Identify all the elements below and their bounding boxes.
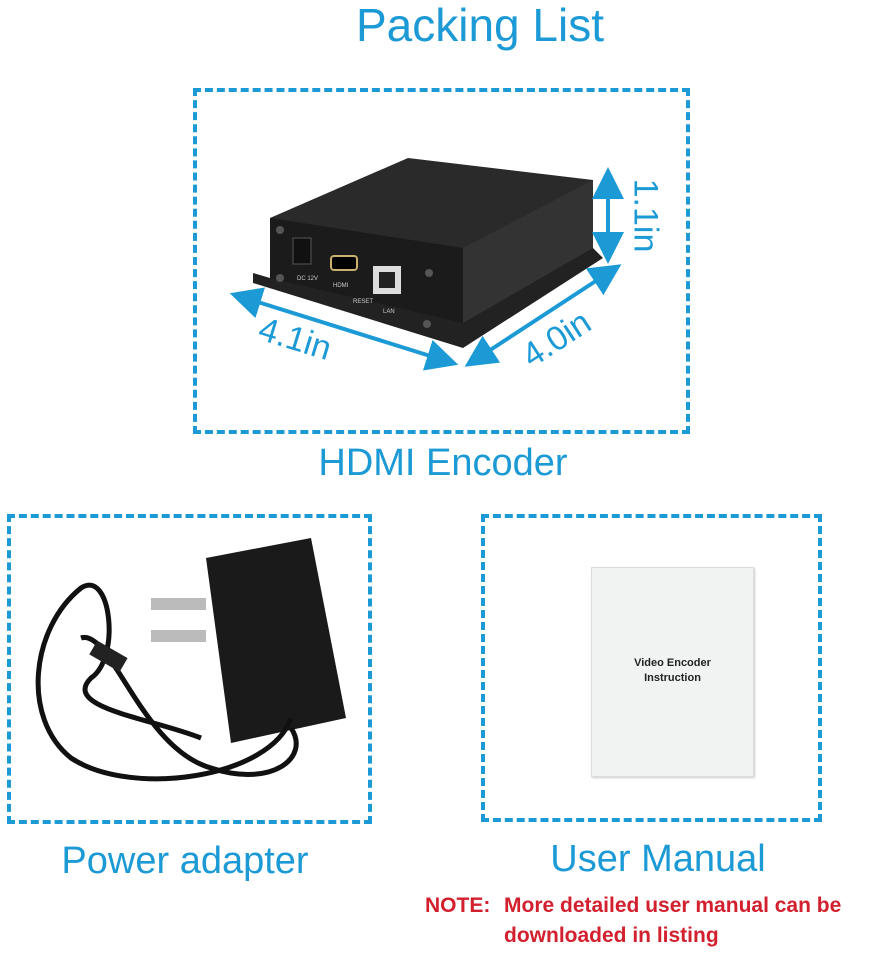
port-label: HDMI [333,283,349,289]
note-label: NOTE: [425,894,491,917]
port-label: LAN [383,309,395,315]
manual-title-line: Instruction [644,672,701,684]
port-label: RESET [353,299,373,305]
encoder-caption: HDMI Encoder [318,442,568,484]
depth-arrow [464,264,622,367]
adapter-frame [7,514,372,824]
manual-image: Video Encoder Instruction [591,567,754,777]
adapter-caption: Power adapter [61,840,309,882]
manual-frame [481,514,822,822]
note-line-2: downloaded in listing [504,924,719,947]
height-label: 1.1in [626,178,665,253]
port-label: DC 12V [297,276,318,282]
power-adapter-image [35,538,346,782]
note-line-1: More detailed user manual can be [504,894,842,917]
manual-title-line: Video Encoder [634,657,711,669]
hdmi-encoder-image: DC 12V HDMI RESET LAN [229,158,624,371]
manual-caption: User Manual [550,838,766,880]
page-title: Packing List [355,0,604,51]
encoder-frame [193,88,690,434]
width-arrow [229,287,459,371]
